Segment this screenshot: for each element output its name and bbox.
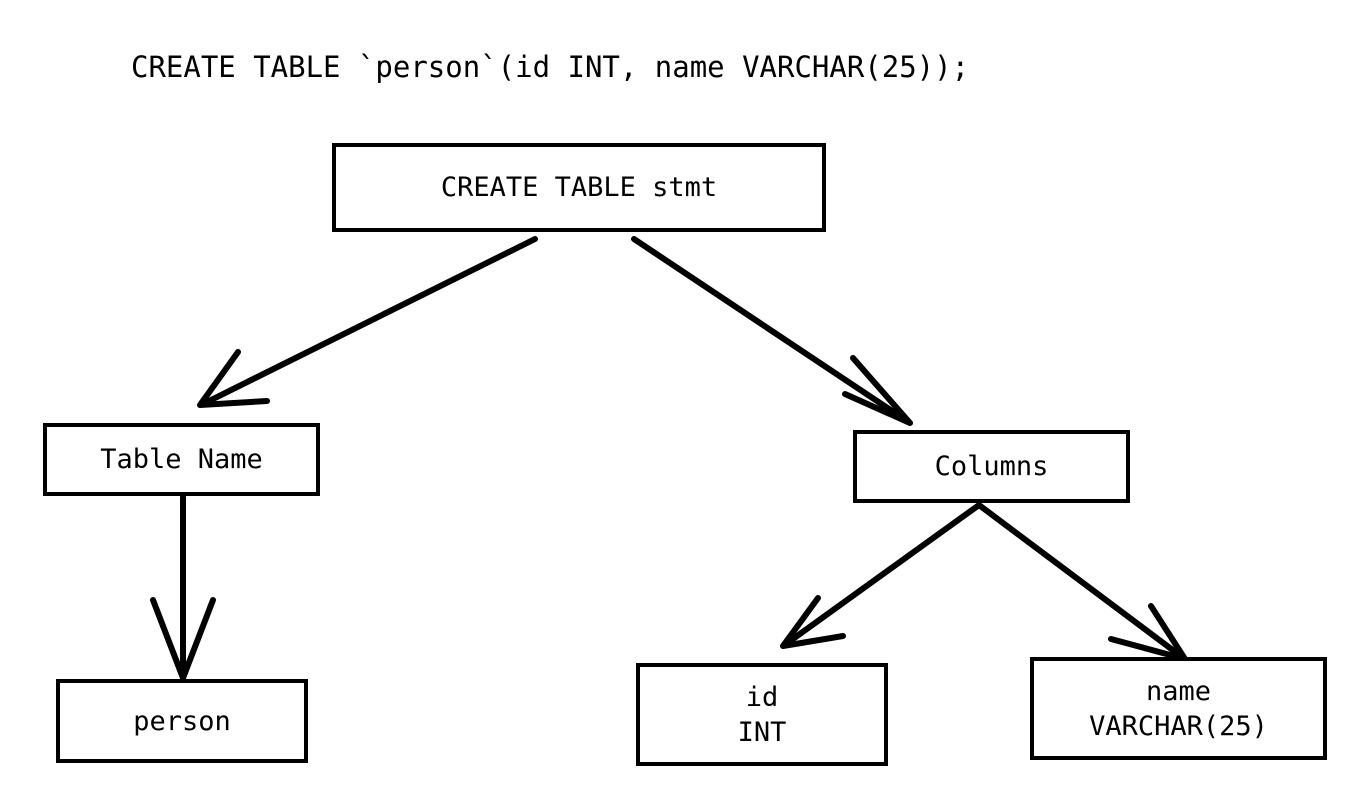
node-root-line-1: CREATE TABLE stmt bbox=[440, 172, 718, 203]
edge-root-to-columns bbox=[631, 236, 913, 426]
node-create-table-stmt[interactable]: CREATE TABLE stmt bbox=[332, 143, 826, 232]
node-person-line-1: person bbox=[133, 705, 231, 737]
node-columns[interactable]: Columns bbox=[853, 430, 1130, 503]
node-table-name[interactable]: Table Name bbox=[43, 423, 320, 496]
sql-statement-title: CREATE TABLE `person`(id INT, name VARCH… bbox=[131, 50, 970, 84]
edge-columns-to-id bbox=[780, 502, 982, 649]
node-id-line-2: INT bbox=[737, 716, 787, 748]
node-tablename-line-1: Table Name bbox=[100, 444, 263, 475]
node-person-value[interactable]: person bbox=[56, 679, 308, 763]
node-column-name[interactable]: name VARCHAR(25) bbox=[1030, 657, 1327, 760]
node-columns-line-1: Columns bbox=[934, 451, 1049, 482]
node-name-line-1: name bbox=[1145, 675, 1212, 707]
edge-root-to-tablename bbox=[197, 236, 538, 408]
node-id-line-1: id bbox=[745, 681, 779, 713]
edge-tablename-to-person bbox=[150, 494, 216, 681]
node-name-line-2: VARCHAR(25) bbox=[1089, 710, 1268, 742]
node-column-id[interactable]: id INT bbox=[636, 663, 888, 766]
edge-columns-to-name bbox=[976, 502, 1188, 662]
